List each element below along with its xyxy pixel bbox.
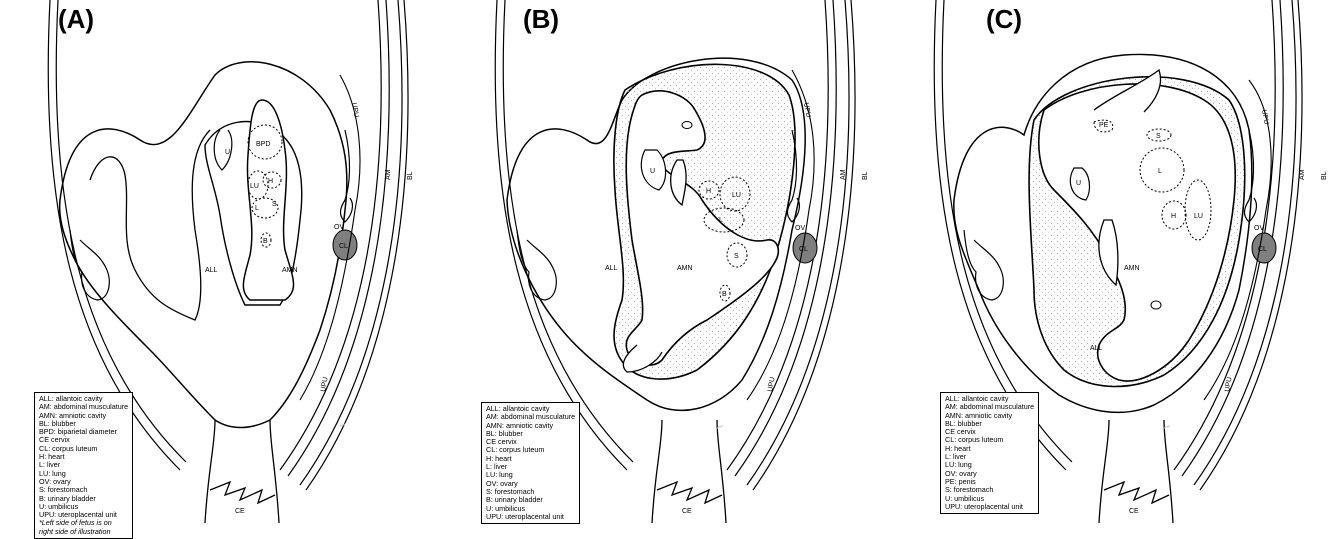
label-bl: BL <box>407 171 414 180</box>
label-upu-top: UPU <box>350 102 359 118</box>
label-amn: AMN <box>282 267 298 274</box>
label-s: S <box>272 201 277 208</box>
label-amn: AMN <box>677 265 693 272</box>
label-am: AM <box>1299 169 1306 180</box>
panel-a: BPD H LU L S B U ALL AMN OV CL AM BL UPU… <box>0 0 447 523</box>
label-lu: LU <box>732 192 741 199</box>
label-amn: AMN <box>1124 265 1140 272</box>
label-upu-top: UPU <box>1260 109 1269 125</box>
legend-c: ALL: allantoic cavity AM: abdominal musc… <box>940 392 1039 514</box>
legend-item: UPU: uteroplacental unit <box>945 503 1034 511</box>
label-l: L <box>255 205 259 212</box>
fetus-eye <box>682 122 692 129</box>
label-u: U <box>1076 180 1081 187</box>
label-u: U <box>225 149 230 156</box>
label-ov: OV <box>334 224 344 231</box>
label-am: AM <box>385 169 392 180</box>
label-ov: OV <box>1254 225 1264 232</box>
label-all: ALL <box>205 267 218 274</box>
label-cl: CL <box>339 243 348 250</box>
panel-b: H LU L S B U ALL AMN OV CL AM BL UPU UPU… <box>447 0 894 523</box>
label-s: S <box>734 253 739 260</box>
label-ce: CE <box>235 508 245 515</box>
label-u: U <box>650 168 655 175</box>
label-lu: LU <box>1194 213 1203 220</box>
label-b: B <box>263 238 268 245</box>
label-l: L <box>719 217 723 224</box>
label-ce: CE <box>1129 508 1139 515</box>
label-s: S <box>1156 133 1161 140</box>
fetus-eye <box>1151 301 1161 309</box>
label-ov: OV <box>795 225 805 232</box>
panel-label: (A) <box>58 4 94 35</box>
label-upu-bottom: UPU <box>1224 377 1233 393</box>
panel-label: (C) <box>986 4 1022 35</box>
legend-note: *Left side of fetus is on right side of … <box>39 519 125 536</box>
panel-c: PE S L H LU U ALL AMN OV CL AM BL UPU UP… <box>894 0 1341 523</box>
label-b: B <box>722 291 727 298</box>
label-all: ALL <box>605 265 618 272</box>
label-am: AM <box>840 169 847 180</box>
legend-a: ALL: allantoic cavity AM: abdominal musc… <box>34 392 133 539</box>
legend-b: ALL: allantoic cavity AM: abdominal musc… <box>481 402 580 524</box>
label-h: H <box>706 188 711 195</box>
label-all: ALL <box>1090 345 1103 352</box>
label-upu-bottom: UPU <box>767 377 776 393</box>
signature: ~ <box>1160 419 1174 435</box>
label-pe: PE <box>1099 122 1109 129</box>
label-bl: BL <box>862 171 869 180</box>
label-ce: CE <box>682 508 692 515</box>
allantoic-sac-outline <box>60 62 347 428</box>
panel-label: (B) <box>523 4 559 35</box>
label-cl: CL <box>799 246 808 253</box>
label-bpd: BPD <box>256 141 270 148</box>
label-bl: BL <box>1321 171 1328 180</box>
label-l: L <box>1158 168 1162 175</box>
signature: ~ <box>336 417 350 433</box>
label-h: H <box>268 178 273 185</box>
legend-item: UPU: uteroplacental unit <box>486 513 575 521</box>
label-h: H <box>1171 213 1176 220</box>
label-cl: CL <box>1258 246 1267 253</box>
label-lu: LU <box>250 183 259 190</box>
label-upu-bottom: UPU <box>320 377 329 393</box>
signature: ~ <box>713 419 727 435</box>
